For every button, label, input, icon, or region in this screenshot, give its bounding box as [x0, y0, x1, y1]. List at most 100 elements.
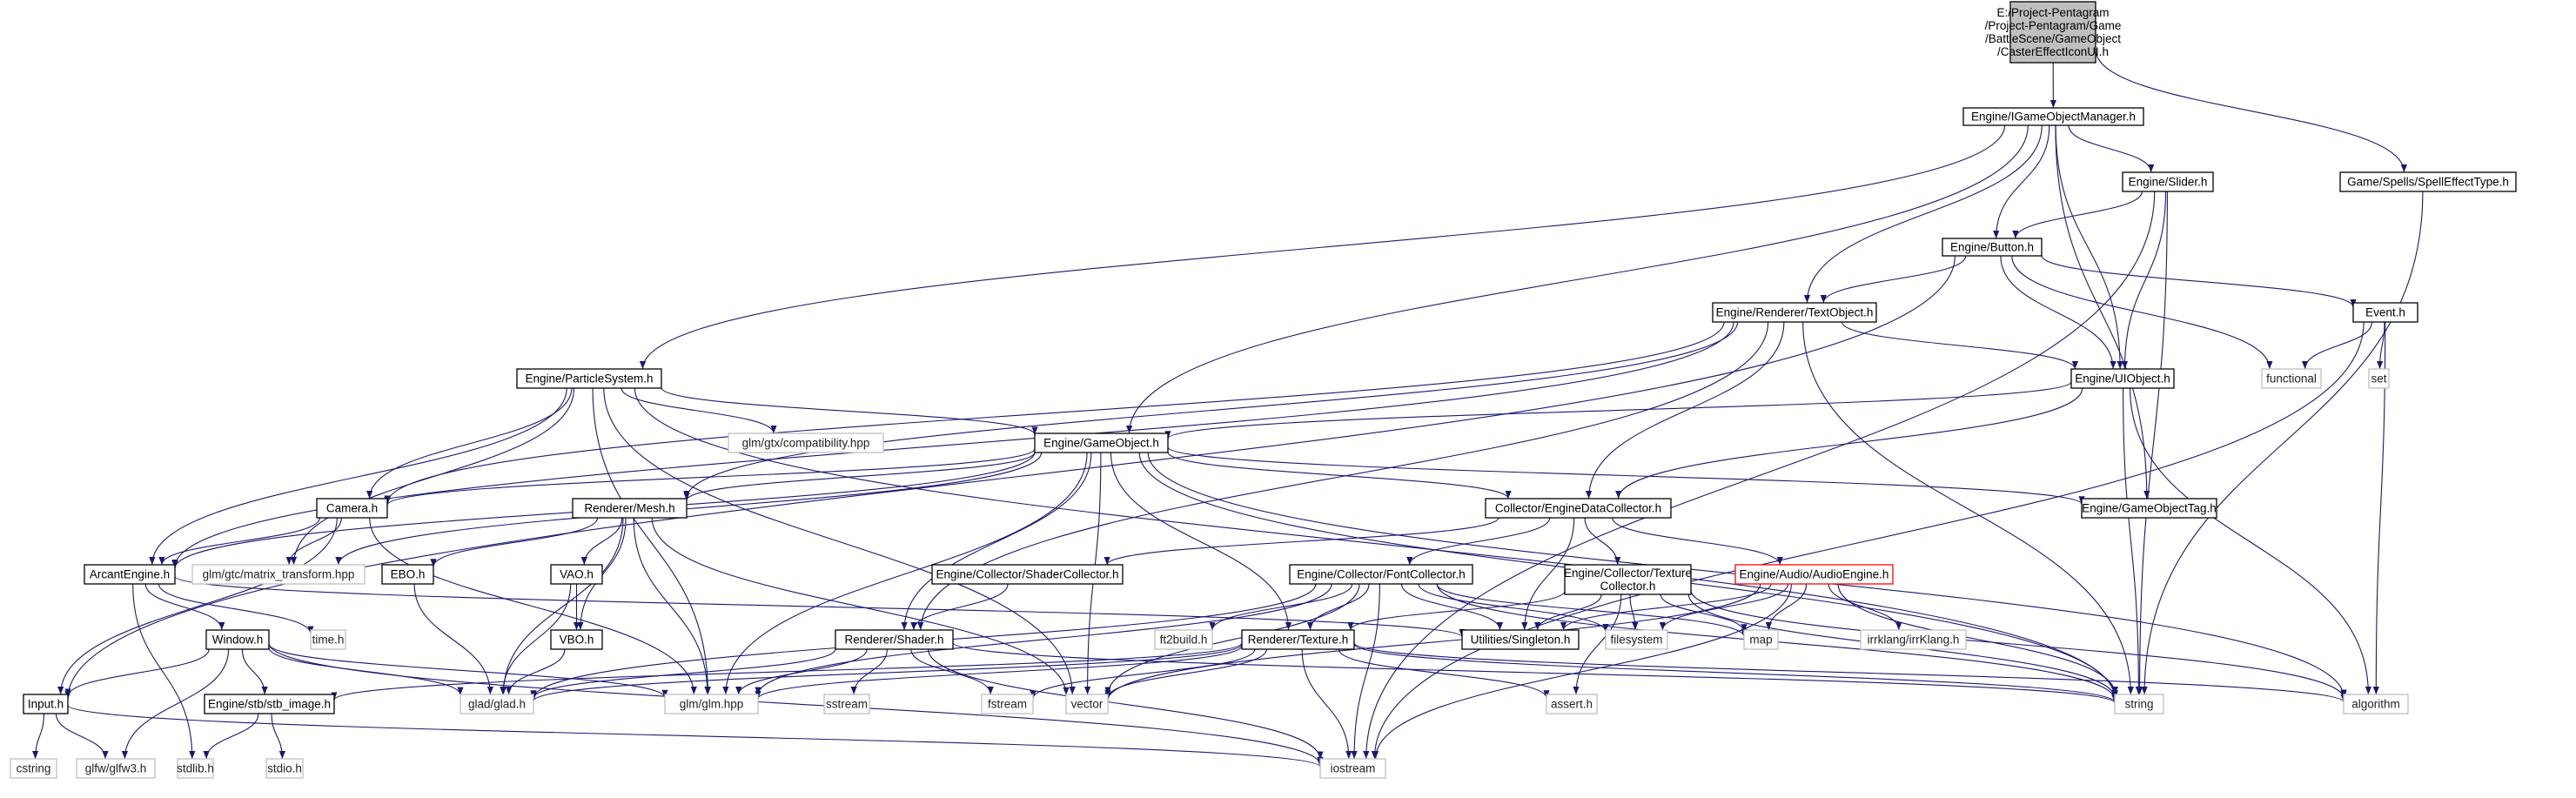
- node-singleton[interactable]: Utilities/Singleton.h: [1461, 629, 1580, 650]
- edge-texture-to-string: [1353, 643, 2118, 703]
- node-uiobject[interactable]: Engine/UIObject.h: [2070, 368, 2175, 389]
- edge-edc-to-shadercol: [1104, 517, 1499, 566]
- node-input[interactable]: Input.h: [23, 694, 69, 714]
- edge-button-to-textobject: [1820, 255, 1967, 304]
- edge-window-to-glm: [268, 643, 668, 698]
- node-particle[interactable]: Engine/ParticleSystem.h: [516, 368, 662, 389]
- node-box-root: [2009, 1, 2096, 64]
- edge-event-to-functional: [2302, 321, 2372, 370]
- node-stbimage[interactable]: Engine/stb/stb_image.h: [204, 694, 335, 714]
- node-label-slider: Engine/Slider.h: [2129, 176, 2208, 189]
- node-vbo[interactable]: VBO.h: [550, 629, 603, 650]
- node-ebo[interactable]: EBO.h: [381, 564, 434, 585]
- node-box-iostream: [1319, 758, 1386, 779]
- edge-window-to-stbimage: [241, 648, 268, 695]
- node-label-spelleffect: Game/Spells/SpellEffectType.h: [2347, 176, 2509, 189]
- node-audio[interactable]: Engine/Audio/AudioEngine.h: [1734, 564, 1894, 585]
- edge-slider-to-button: [2012, 191, 2143, 239]
- edge-particle-to-string: [634, 387, 2118, 700]
- node-box-sstream: [823, 694, 870, 714]
- node-box-ebo: [381, 564, 434, 585]
- node-box-singleton: [1461, 629, 1580, 650]
- node-box-cstring: [10, 758, 57, 779]
- edge-texcol-to-algorithm: [1690, 590, 2347, 699]
- node-label-uiobject: Engine/UIObject.h: [2075, 372, 2170, 386]
- node-label-shader: Renderer/Shader.h: [844, 634, 943, 647]
- node-label-matrix: glm/gtc/matrix_transform.hpp: [203, 568, 355, 581]
- node-box-edc: [1485, 498, 1672, 519]
- node-label-input: Input.h: [28, 698, 64, 711]
- edge-audio-to-iostream: [1372, 583, 1792, 760]
- edge-gameobject-to-matrix: [335, 452, 1043, 566]
- node-texture[interactable]: Renderer/Texture.h: [1241, 629, 1355, 650]
- node-gameobject[interactable]: Engine/GameObject.h: [1034, 433, 1169, 453]
- edge-textobject-to-string: [1802, 321, 2134, 695]
- node-root[interactable]: E:/Project-Pentagram/Project-Pentagram/G…: [1985, 1, 2122, 64]
- edge-particle-to-glm: [592, 387, 711, 695]
- node-gotag[interactable]: Engine/GameObjectTag.h: [2081, 498, 2217, 519]
- node-box-gotag: [2081, 498, 2217, 519]
- edge-slider-to-iostream: [1363, 191, 2156, 760]
- node-shadercol[interactable]: Engine/Collector/ShaderCollector.h: [931, 564, 1124, 585]
- node-label-button: Engine/Button.h: [1950, 241, 2034, 254]
- node-arcant[interactable]: ArcantEngine.h: [84, 564, 176, 585]
- edge-uiobject-to-gameobject: [1164, 381, 2072, 439]
- node-box-mesh: [572, 498, 688, 519]
- edge-camera-to-arcant: [158, 517, 321, 566]
- node-shader[interactable]: Renderer/Shader.h: [835, 629, 954, 650]
- node-label-glm: glm/glm.hpp: [680, 698, 744, 711]
- edge-gameobject-to-mesh: [683, 452, 1036, 501]
- edge-shader-to-glm: [735, 648, 868, 695]
- node-textobject[interactable]: Engine/Renderer/TextObject.h: [1712, 302, 1877, 323]
- node-slider[interactable]: Engine/Slider.h: [2122, 171, 2214, 192]
- node-irrklang: irrklang/irrKlang.h: [1860, 629, 1967, 650]
- edge-mesh-to-glad: [500, 517, 624, 695]
- node-box-audio: [1734, 564, 1894, 585]
- edge-audio-to-map: [1765, 583, 1808, 631]
- node-box-spelleffect: [2339, 171, 2517, 192]
- node-glad: glad/glad.h: [460, 694, 534, 714]
- node-spelleffect[interactable]: Game/Spells/SpellEffectType.h: [2339, 171, 2517, 192]
- node-button[interactable]: Engine/Button.h: [1942, 238, 2043, 257]
- node-box-vao: [550, 564, 603, 585]
- node-mesh[interactable]: Renderer/Mesh.h: [572, 498, 688, 519]
- edge-arcant-to-window: [144, 583, 225, 631]
- node-label-vector: vector: [1071, 698, 1104, 711]
- edge-camera-to-glm: [369, 517, 697, 695]
- edge-fontcol-to-texture: [1306, 583, 1370, 631]
- edge-vbo-to-glad: [506, 648, 566, 695]
- node-box-camera: [316, 498, 388, 519]
- node-iostream: iostream: [1319, 758, 1386, 779]
- node-string: string: [2114, 694, 2164, 714]
- edge-texcol-to-singleton: [1534, 593, 1602, 631]
- node-glm: glm/glm.hpp: [664, 694, 759, 714]
- node-camera[interactable]: Camera.h: [316, 498, 388, 519]
- node-edc[interactable]: Collector/EngineDataCollector.h: [1485, 498, 1672, 519]
- node-box-algorithm: [2343, 694, 2409, 714]
- edge-shader-to-glad: [530, 648, 836, 699]
- edge-ebo-to-glad: [413, 583, 493, 695]
- node-fontcol[interactable]: Engine/Collector/FontCollector.h: [1289, 564, 1473, 585]
- edge-input-to-glfw: [55, 713, 109, 760]
- node-label-ebo: EBO.h: [391, 568, 426, 581]
- node-vao[interactable]: VAO.h: [550, 564, 603, 585]
- edge-gom-to-slider: [2068, 124, 2155, 173]
- node-label-vbo: VBO.h: [560, 634, 594, 647]
- node-label-glfw: glfw/glfw3.h: [85, 762, 147, 775]
- node-label-texcol-line-1: Engine/Collector/Texture: [1564, 567, 1692, 580]
- edge-slider-to-string: [2137, 191, 2168, 695]
- edge-edc-to-singleton: [1521, 517, 1575, 631]
- node-event[interactable]: Event.h: [2352, 302, 2418, 323]
- node-label-set: set: [2371, 372, 2386, 386]
- node-gom[interactable]: Engine/IGameObjectManager.h: [1962, 107, 2144, 126]
- node-box-stdlib: [177, 758, 214, 779]
- node-window[interactable]: Window.h: [205, 629, 270, 650]
- edge-texture-to-asserth: [1338, 648, 1550, 699]
- node-label-algorithm: algorithm: [2351, 698, 2400, 711]
- edge-stbimage-to-stdlib: [203, 713, 259, 760]
- edge-fontcol-to-ft2build: [1209, 583, 1353, 631]
- node-label-asserth: assert.h: [1551, 698, 1593, 711]
- edge-uiobject-to-edc: [1615, 387, 2083, 500]
- node-vector: vector: [1065, 694, 1109, 714]
